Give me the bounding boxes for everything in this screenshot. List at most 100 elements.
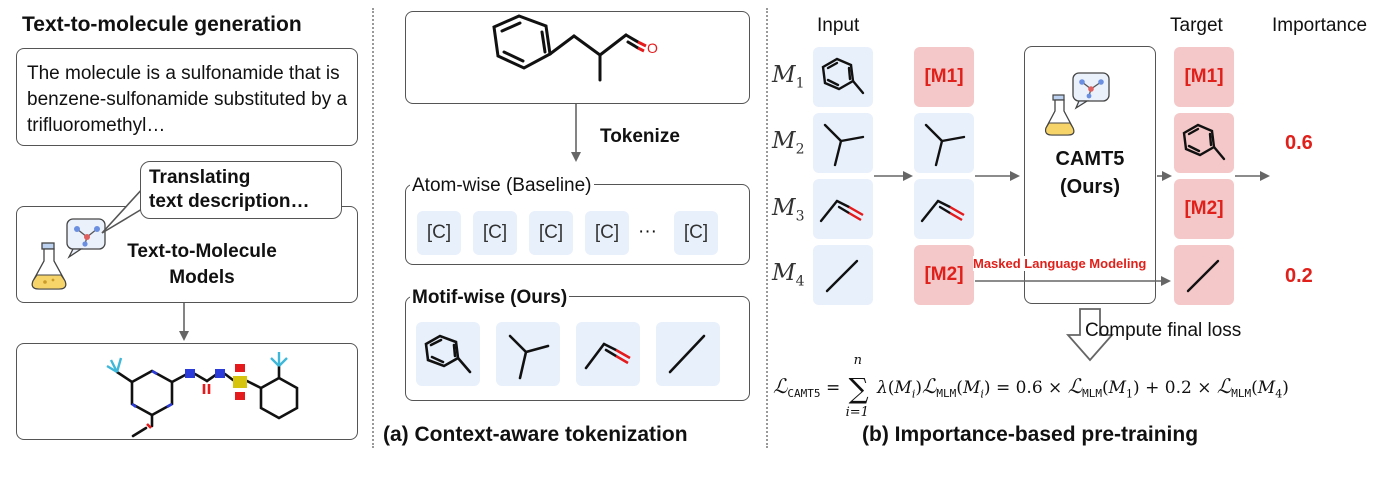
output-molecule-box xyxy=(16,343,358,440)
formula-L3: ℒ xyxy=(1067,374,1083,398)
motif-benzene-tile xyxy=(416,322,480,386)
model-label-line1: Text-to-Molecule xyxy=(127,241,277,262)
formula-L2: ℒ xyxy=(922,374,937,398)
compute-final-loss-label: Compute final loss xyxy=(1085,320,1242,341)
input-header: Input xyxy=(817,15,860,36)
label-m4-sub: 4 xyxy=(795,273,805,290)
motif-branch-structure xyxy=(508,334,550,380)
label-m3: M3 xyxy=(772,195,804,225)
importance-value-2: 0.2 xyxy=(1285,265,1313,287)
target-header: Target xyxy=(1170,15,1223,36)
atom-token: [C] xyxy=(417,211,461,255)
arrow-model-to-output xyxy=(179,303,189,341)
label-m4: M4 xyxy=(772,260,804,290)
branch-icon xyxy=(924,123,966,167)
branch-icon xyxy=(823,123,865,167)
masked-tile-branch xyxy=(914,113,974,173)
bond-icon xyxy=(1186,259,1220,293)
target-tile-m1: [M1] xyxy=(1174,47,1234,107)
formula-times-2: × xyxy=(1197,378,1212,398)
label-m4-base: M xyxy=(772,260,796,286)
input-molecule-box: O xyxy=(405,11,750,104)
label-m2: M2 xyxy=(772,128,804,158)
formula-lambda: λ xyxy=(877,378,888,398)
aldehyde-icon xyxy=(819,199,864,223)
camt5-label-line2: (Ours) xyxy=(1060,176,1120,198)
tokenize-label: Tokenize xyxy=(600,126,680,147)
atom-token-ellipsis: ··· xyxy=(638,221,657,242)
masked-tile-m2: [M2] xyxy=(914,245,974,305)
formula-sum: n ∑ i=1 xyxy=(846,353,872,420)
bubble-line1: Translating xyxy=(149,167,251,188)
motif-bond-structure xyxy=(668,334,706,374)
arrow-tokenize xyxy=(571,104,581,162)
speech-bubble: Translating text description… xyxy=(140,161,342,219)
formula-equals: = xyxy=(825,378,846,398)
atom-wise-title: Atom-wise (Baseline) xyxy=(410,175,594,197)
formula-M3: M xyxy=(1108,378,1127,398)
label-m2-base: M xyxy=(772,128,796,154)
motif-aldehyde-tile xyxy=(576,322,640,386)
bubble-line2: text description… xyxy=(149,191,310,212)
atom-token: [C] xyxy=(585,211,629,255)
camt5-label-line1: CAMT5 xyxy=(1055,148,1125,170)
masked-tile-aldehyde xyxy=(914,179,974,239)
motif-bond-tile xyxy=(656,322,720,386)
formula-M4: M xyxy=(1257,378,1276,398)
flask-icon xyxy=(1044,72,1110,136)
label-m3-sub: 3 xyxy=(795,208,805,225)
mlm-label: Masked Language Modeling xyxy=(973,256,1147,271)
model-box: Text-to-Molecule Models xyxy=(16,206,358,303)
label-m1: M1 xyxy=(772,62,804,92)
importance-header: Importance xyxy=(1272,15,1368,36)
target-tile-m2: [M2] xyxy=(1174,179,1234,239)
benzene-icon xyxy=(821,57,865,95)
atom-token: [C] xyxy=(473,211,517,255)
input-tile-aldehyde xyxy=(813,179,873,239)
formula-mlm-subscript-3: MLM xyxy=(1231,387,1252,400)
formula-mlm-subscript-2: MLM xyxy=(1082,387,1102,400)
camt5-label: CAMT5 (Ours) xyxy=(1025,145,1155,201)
target-tile-bond xyxy=(1174,245,1234,305)
formula-sigma: ∑ xyxy=(848,371,869,405)
text-description: The molecule is a sulfonamide that is be… xyxy=(27,63,348,136)
benzene-icon xyxy=(1182,123,1226,161)
output-molecule-structure xyxy=(106,352,299,438)
input-molecule-structure: O xyxy=(492,14,658,82)
formula-weight-2: 0.2 xyxy=(1164,378,1192,398)
separator-right xyxy=(766,8,768,448)
motif-branch-tile xyxy=(496,322,560,386)
text-description-box: The molecule is a sulfonamide that is be… xyxy=(16,48,358,146)
separator-left xyxy=(372,8,374,448)
formula-L4: ℒ xyxy=(1216,374,1232,398)
formula-times-1: × xyxy=(1048,378,1063,398)
formula-M: M xyxy=(894,378,912,398)
masked-tile-m1: [M1] xyxy=(914,47,974,107)
motif-aldehyde-structure xyxy=(584,342,631,370)
model-label-line2: Models xyxy=(169,267,235,288)
atom-token: [C] xyxy=(529,211,573,255)
motif-benzene-structure xyxy=(424,334,472,374)
input-tile-bond xyxy=(813,245,873,305)
formula-plus: + xyxy=(1145,378,1165,398)
target-tile-benzene xyxy=(1174,113,1234,173)
left-panel-title: Text-to-molecule generation xyxy=(22,13,302,36)
label-m1-sub: 1 xyxy=(795,75,805,92)
formula-L: ℒ xyxy=(773,374,788,398)
formula-camt5-subscript: CAMT5 xyxy=(787,387,821,400)
caption-b: (b) Importance-based pre-training xyxy=(862,423,1199,446)
formula-weight-1: 0.6 xyxy=(1015,378,1043,398)
aldehyde-atom-label: O xyxy=(647,40,658,56)
input-tile-benzene xyxy=(813,47,873,107)
caption-a: (a) Context-aware tokenization xyxy=(383,423,688,446)
loss-formula: ℒCAMT5 = n ∑ i=1 λ(Mi)ℒMLM(Mi) = 0.6 × ℒ… xyxy=(773,352,1289,420)
model-label: Text-to-Molecule Models xyxy=(117,239,287,291)
bond-icon xyxy=(825,259,859,293)
atom-token: [C] xyxy=(674,211,718,255)
label-m2-sub: 2 xyxy=(795,141,805,158)
label-m1-base: M xyxy=(772,62,796,88)
flask-icon xyxy=(31,218,106,290)
formula-sum-lower: i=1 xyxy=(845,404,869,420)
aldehyde-icon xyxy=(920,199,965,223)
